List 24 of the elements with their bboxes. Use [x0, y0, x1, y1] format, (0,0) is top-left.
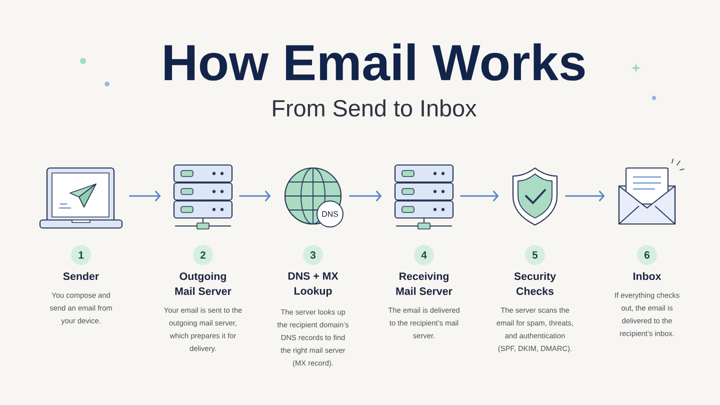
- step-number: 3: [303, 245, 323, 265]
- arrow: [349, 190, 382, 202]
- step-number: 5: [525, 245, 545, 265]
- arrow: [129, 190, 161, 202]
- step-number: 4: [414, 245, 434, 265]
- server-icon: [394, 164, 454, 230]
- shield-icon: [512, 167, 558, 226]
- envelope-icon: [618, 158, 684, 225]
- step-title: Sender: [63, 272, 99, 280]
- step-title: Outgoing Mail Server: [175, 272, 232, 295]
- server-icon: [173, 164, 233, 230]
- step-title: Inbox: [634, 272, 662, 280]
- step-number: 2: [193, 245, 213, 265]
- arrow: [460, 190, 499, 202]
- subtitle: From Send to Inbox: [273, 99, 477, 117]
- arrow: [239, 190, 271, 202]
- step-title: DNS + MX Lookup: [288, 272, 338, 297]
- title: How Email Works: [164, 43, 585, 81]
- step-number: 1: [71, 245, 91, 265]
- step-title: Security Checks: [514, 272, 556, 295]
- arrow: [565, 190, 605, 202]
- step-number: 6: [637, 245, 657, 265]
- laptop-icon: [39, 167, 123, 229]
- step-title: Receiving Mail Server: [396, 272, 452, 295]
